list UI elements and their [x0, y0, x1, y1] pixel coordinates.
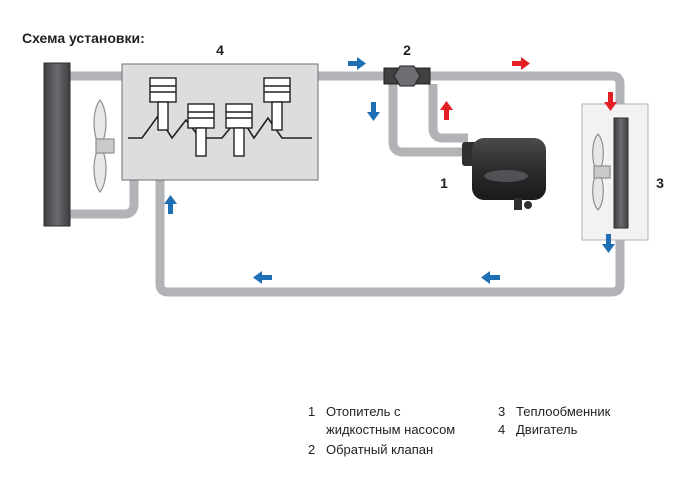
crankshaft-line [128, 114, 312, 140]
pipe-valve-to-exchanger [426, 71, 625, 118]
engine-radiator [43, 62, 115, 227]
pipe-exchanger-return [155, 172, 625, 297]
heat-exchanger-core [613, 117, 629, 229]
legend-number: 4 [498, 422, 506, 437]
pipe-valve-down-to-pump [388, 84, 470, 157]
pipe-heater-up-to-valve [428, 84, 468, 143]
legend-text: Обратный клапан [326, 442, 434, 457]
arrow-down-blue-icon [602, 234, 615, 253]
heater-connector [524, 201, 532, 209]
legend-text: Двигатель [516, 422, 578, 437]
arrow-left-blue-icon [253, 271, 272, 284]
fan-icon [592, 133, 611, 211]
piston-2 [187, 103, 215, 157]
legend-text: Теплообменник [516, 404, 611, 419]
arrow-left-blue-icon [481, 271, 500, 284]
piston-1 [149, 77, 177, 131]
piston-4 [263, 77, 291, 131]
legend-item: 4 Двигатель [498, 421, 610, 439]
legend-right: 3 Теплообменник 4 Двигатель [498, 403, 610, 439]
check-valve [383, 65, 431, 87]
pipes [70, 71, 625, 297]
flow-arrows [164, 57, 617, 284]
heater-with-pump [462, 138, 546, 210]
heater-body [472, 138, 546, 200]
piston-3 [225, 103, 253, 157]
radiator-core [43, 62, 71, 227]
callout-heat-exchanger: 3 [656, 175, 664, 191]
heater-exhaust-pipe [514, 198, 522, 210]
arrow-right-blue-icon [348, 57, 366, 70]
check-valve-center [393, 65, 421, 87]
arrow-up-red-icon [440, 101, 453, 120]
diagram-title: Схема установки: [22, 30, 145, 46]
callout-check-valve: 2 [403, 42, 411, 58]
legend-item: 2 Обратный клапан [308, 441, 455, 459]
fan-icon [93, 99, 115, 193]
arrow-down-blue-icon [367, 102, 380, 121]
legend-number: 3 [498, 404, 506, 419]
engine [121, 63, 319, 181]
callout-engine: 4 [216, 42, 224, 58]
arrow-up-blue-icon [164, 195, 177, 214]
arrow-down-red-icon [604, 92, 617, 111]
pipe-radiator-bottom [70, 172, 139, 219]
legend-number: 2 [308, 442, 316, 457]
heat-exchanger [581, 103, 649, 241]
arrow-right-red-icon [512, 57, 530, 70]
legend-number: 1 [308, 404, 316, 419]
callout-heater: 1 [440, 175, 448, 191]
heater-highlight [484, 170, 528, 182]
legend-item: 3 Теплообменник [498, 403, 610, 421]
